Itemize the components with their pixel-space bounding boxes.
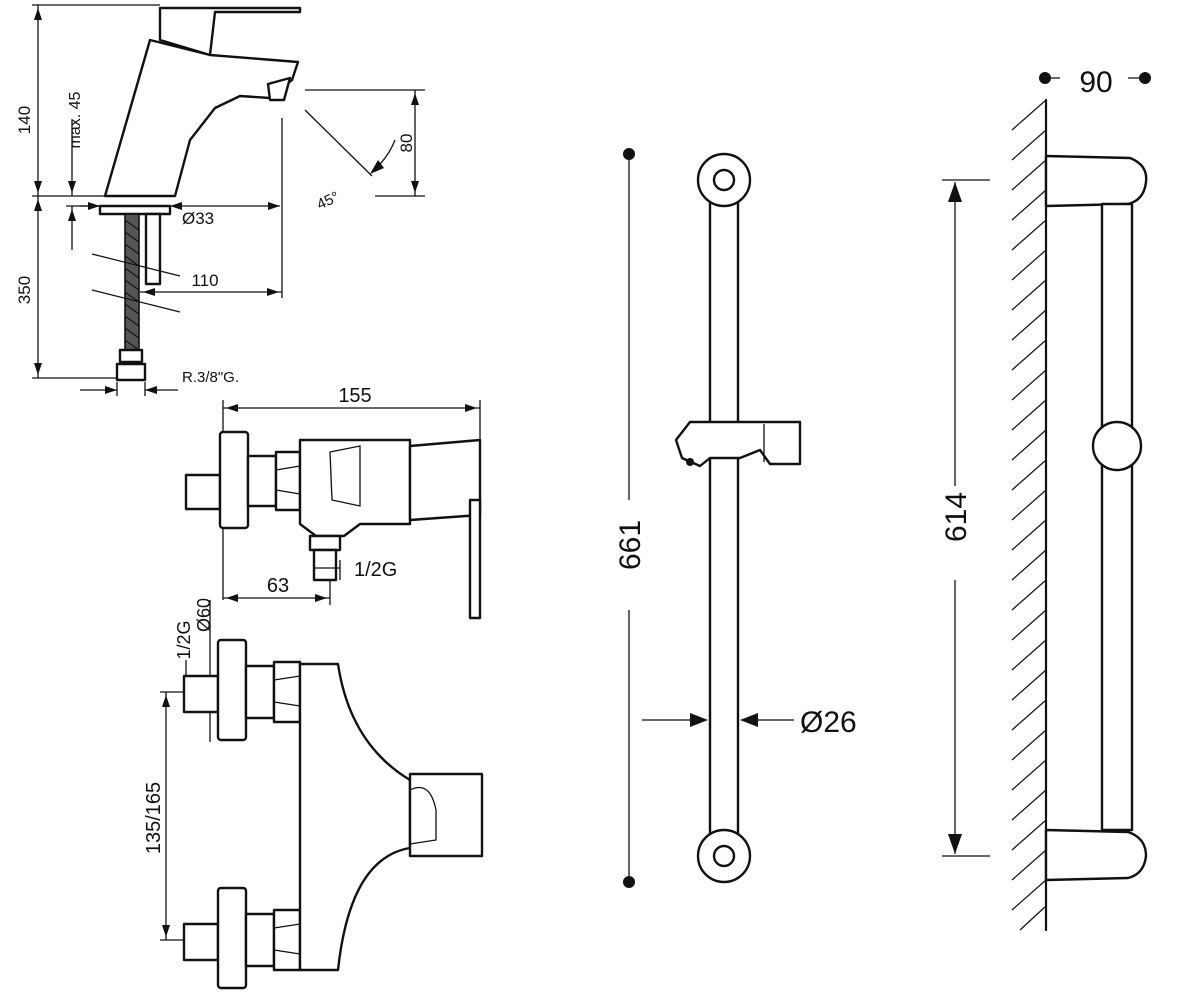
mixer-body-front (298, 662, 412, 972)
rail-center-length-dimension: 614 (940, 492, 973, 542)
faucet-aerator (266, 76, 292, 102)
faucet-body (103, 38, 300, 198)
faucet-lever (158, 6, 302, 57)
pipe-diameter-dimension: Ø26 (800, 706, 857, 739)
inlet-nut (246, 454, 278, 508)
outlet-stub (312, 548, 338, 582)
spout-angle-dimension: 45° (314, 188, 342, 213)
rail-bottom-screw-hole (712, 844, 736, 868)
rail-pipe (708, 178, 740, 858)
thread-dimension: R.3/8"G. (182, 369, 239, 386)
mixer-lever-front (408, 772, 484, 858)
upper-inlet-stub (182, 674, 220, 714)
mixer-body-top (298, 438, 412, 538)
outlet-nut (308, 534, 342, 552)
outlet-offset-dimension: 63 (267, 575, 289, 597)
inlet-centers-dimension: 135/165 (143, 782, 165, 854)
shower-mixer-front-view: 1/2G Ø60 135/165 (143, 598, 484, 990)
rail-length-dimension: 661 (614, 520, 647, 570)
outlet-thread-dimension: 1/2G (354, 559, 397, 581)
mixer-width-dimension: 155 (338, 385, 371, 407)
inlet-stub (184, 473, 222, 511)
hose-fitting (115, 362, 147, 382)
lower-nut (244, 912, 276, 968)
inlet-hex (274, 450, 302, 512)
lower-flange (216, 886, 248, 990)
flange-diameter-dimension: Ø60 (194, 598, 214, 632)
upper-wall-bracket (1044, 154, 1148, 208)
basin-faucet-drawing: 140 350 max. 45 80 45° Ø33 110 (15, 4, 425, 396)
upper-flange (216, 638, 248, 742)
holder-knob (1091, 420, 1143, 472)
faucet-threaded-rod (144, 212, 162, 286)
lower-wall-bracket (1044, 828, 1148, 882)
rail-projection-dimension: 90 (1079, 66, 1112, 99)
faucet-max-dimension: max. 45 (67, 91, 84, 148)
upper-nut (244, 664, 276, 720)
lower-inlet-stub (182, 922, 220, 962)
hose-nut (118, 348, 144, 364)
slide-rail-front-view: 661 Ø26 (614, 148, 857, 888)
faucet-height-dimension: 140 (15, 106, 34, 134)
base-diameter-dimension: Ø33 (182, 209, 214, 228)
inlet-thread-dimension: 1/2G (174, 620, 194, 659)
lower-hex (272, 908, 302, 972)
spout-drop-dimension: 80 (397, 134, 416, 153)
wall-hatching (1011, 99, 1047, 931)
reach-dimension: 110 (191, 271, 218, 290)
shower-head-holder (674, 420, 802, 468)
mixer-handle-tail (468, 498, 482, 620)
rail-pipe-side (1100, 202, 1134, 832)
wall-flange (218, 430, 250, 530)
rail-top-screw-hole (712, 168, 736, 192)
slide-rail-side-view: 90 614 (940, 66, 1151, 932)
shower-mixer-top-view: 155 63 1/2G (184, 385, 482, 620)
upper-hex (272, 660, 302, 724)
faucet-hose-length-dimension: 350 (15, 276, 34, 304)
